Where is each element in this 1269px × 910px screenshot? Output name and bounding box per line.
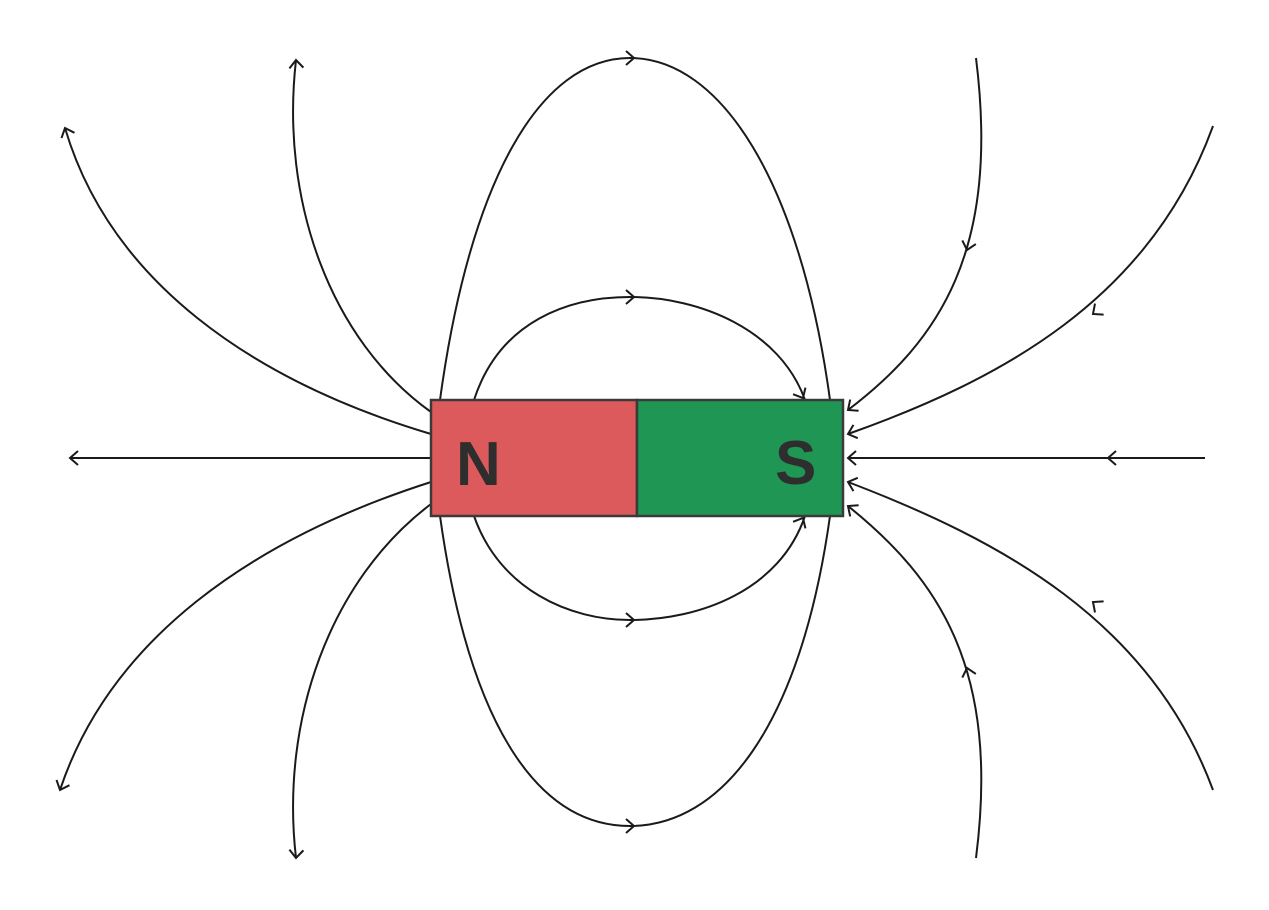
arrow-icon: [846, 450, 857, 466]
field-line-left-lower-outer: [59, 481, 432, 791]
north-pole: [429, 398, 639, 518]
south-pole-label: S: [775, 429, 816, 498]
arrow-icon: [68, 450, 79, 466]
arrow-icon: [60, 126, 75, 139]
arrow-icon: [55, 779, 70, 792]
field-line-right-upper-inner: [847, 57, 983, 411]
arrow-icon: [846, 399, 859, 412]
field-line-right-lower-inner: [847, 505, 983, 859]
arrow-icon: [961, 666, 977, 678]
arrow-icon: [792, 516, 807, 529]
arrow-icon: [846, 424, 859, 440]
arrow-icon: [288, 58, 305, 69]
arrow-icon: [625, 818, 636, 834]
arrow-icon: [1091, 600, 1104, 613]
field-arrows: [55, 50, 1117, 860]
north-pole-label: N: [456, 430, 501, 499]
arrow-icon: [625, 289, 636, 305]
arrow-icon: [288, 849, 305, 860]
field-line-left-upper-inner: [292, 59, 432, 413]
bar-magnet: N S: [429, 398, 845, 518]
arrow-icon: [846, 504, 859, 517]
field-loop-inner-bottom: [473, 515, 806, 622]
field-line-right-lower-outer: [847, 481, 1214, 791]
field-line-left-lower-inner: [292, 503, 432, 859]
field-line-left-upper-outer: [64, 127, 432, 435]
arrow-icon: [625, 50, 636, 66]
field-loop-outer-bottom: [439, 515, 831, 828]
arrow-icon: [1106, 450, 1117, 466]
field-loop-inner-top: [473, 295, 806, 401]
south-pole: [635, 398, 845, 518]
arrow-icon: [846, 476, 859, 492]
arrow-icon: [1091, 303, 1104, 316]
field-loop-outer-top: [439, 56, 831, 401]
arrow-icon: [792, 387, 807, 400]
arrow-icon: [625, 612, 636, 628]
field-lines: [59, 56, 1214, 859]
arrow-icon: [961, 240, 977, 252]
field-line-right-upper-outer: [847, 125, 1214, 435]
